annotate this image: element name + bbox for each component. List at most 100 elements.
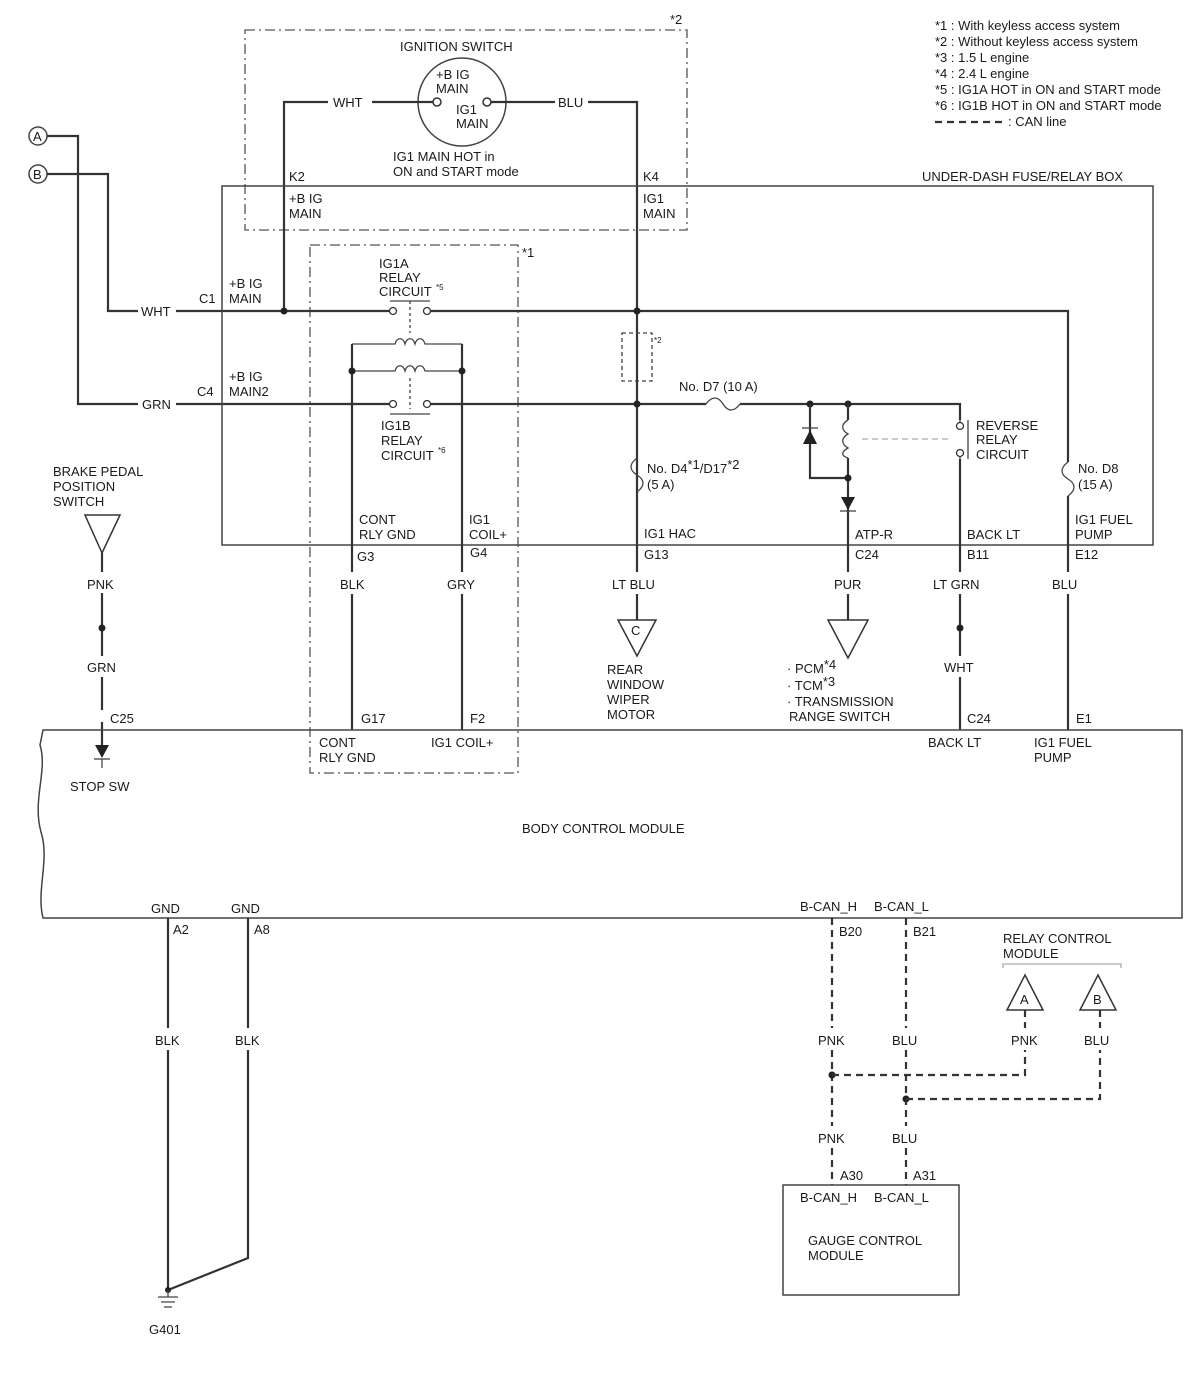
rear-wiper-label-4: MOTOR: [607, 707, 655, 722]
terminal-k2-name-2: MAIN: [289, 206, 322, 221]
wire-blk-a8-label: BLK: [235, 1033, 260, 1048]
bcm-pin-g17: G17: [361, 711, 386, 726]
wire-blk-a2-label: BLK: [155, 1033, 180, 1048]
wire-diode-branch: [808, 404, 848, 480]
relay-control-bracket: [1002, 963, 1122, 968]
wire-brake-pnk-label: PNK: [87, 577, 114, 592]
atp-load-pcm: · PCM*4: [787, 657, 836, 676]
rear-wiper-connector: [616, 619, 658, 658]
brake-switch-label-3: SWITCH: [53, 494, 104, 509]
terminal-c1-name-2: MAIN: [229, 291, 262, 306]
wire-blu-ignition: [491, 100, 639, 545]
bcm-fuel-1: IG1 FUEL: [1034, 735, 1092, 750]
fuse-relay-box: [221, 185, 1154, 546]
connector-a-label: A: [33, 129, 42, 144]
rear-wiper-label-2: WINDOW: [607, 677, 665, 692]
legend-note-2: *2 : Without keyless access system: [935, 34, 1138, 49]
wire-wht-ignition-label: WHT: [333, 95, 363, 110]
ignition-terminal-ig1main-2: MAIN: [456, 116, 489, 131]
fb-pin-g3: G3: [357, 549, 374, 564]
can-h-to-relay: [832, 1050, 1027, 1077]
wire-gry-g4-label: GRY: [447, 577, 475, 592]
legend-note-5: *5 : IG1A HOT in ON and START mode: [935, 82, 1161, 97]
ignition-terminal-ig1main-1: IG1: [456, 102, 477, 117]
fuse-d4-symbol: [630, 457, 644, 493]
terminal-k2-name-1: +B IG: [289, 191, 323, 206]
can-l-to-relay: [906, 1050, 1102, 1101]
bcm-pin-e1: E1: [1076, 711, 1092, 726]
bcm-pin-b20: B20: [839, 924, 862, 939]
atp-load-tcm: · TCM*3: [787, 674, 835, 693]
wire-a-to-grn: [47, 134, 138, 406]
legend-note-1: *1 : With keyless access system: [935, 18, 1120, 33]
ig1a-contact-a: [388, 306, 398, 316]
gauge-label-2: MODULE: [808, 1248, 864, 1263]
option-box-star1: [309, 244, 519, 774]
relay-connector-b-label: B: [1093, 992, 1102, 1007]
legend-note-4: *4 : 2.4 L engine: [935, 66, 1029, 81]
relay-connector-b: [1078, 973, 1118, 1011]
rear-wiper-connector-label: C: [631, 623, 640, 638]
ig1b-contact-a: [388, 399, 398, 409]
legend-can-label: : CAN line: [1008, 114, 1067, 129]
ig1a-relay-label-2: RELAY: [379, 270, 421, 285]
wire-blk-a8: [167, 918, 250, 1292]
relay-blu-label: BLU: [1084, 1033, 1109, 1048]
wire-pur-c24-label: PUR: [834, 577, 861, 592]
ignition-switch-title: IGNITION SWITCH: [400, 39, 513, 54]
ig1a-relay-label-3: CIRCUIT: [379, 284, 432, 299]
bcm-cont-1: CONT: [319, 735, 356, 750]
fuse-d8-symbol: [1061, 461, 1075, 497]
bcm-pin-a8: A8: [254, 922, 270, 937]
gauge-pin-a31: A31: [913, 1168, 936, 1183]
body-control-module: [37, 729, 1183, 919]
atp-load-trs-2: RANGE SWITCH: [789, 709, 890, 724]
wire-blu-e12-label: BLU: [1052, 577, 1077, 592]
option-box-star2-label: *2: [670, 12, 682, 27]
fuse-d8-label: No. D8: [1078, 461, 1118, 476]
bus-ig1a-out: [430, 309, 1070, 462]
bcm-stop-sw: STOP SW: [70, 779, 130, 794]
brake-switch-label-1: BRAKE PEDAL: [53, 464, 143, 479]
fuse-relay-box-title: UNDER-DASH FUSE/RELAY BOX: [922, 169, 1123, 184]
bcm-pin-c25: C25: [110, 711, 134, 726]
junction-brake: [98, 624, 106, 632]
fb-term-coil-1: IG1: [469, 512, 490, 527]
junction-coil-371: [458, 367, 466, 375]
diode-1: [803, 430, 817, 444]
fb-pin-c24: C24: [855, 547, 879, 562]
wire-ltgrn-b11-label: LT GRN: [933, 577, 979, 592]
fb-pin-g4: G4: [470, 545, 487, 560]
ig1b-relay-coil: [352, 365, 462, 374]
bcm-title: BODY CONTROL MODULE: [522, 821, 685, 836]
junction-cont-371: [348, 367, 356, 375]
can-l-blu-label-2: BLU: [892, 1131, 917, 1146]
rear-wiper-label-3: WIPER: [607, 692, 650, 707]
can-h-pnk-label-1: PNK: [818, 1033, 845, 1048]
junction-478: [844, 474, 852, 482]
can-l-blu-label-1: BLU: [892, 1033, 917, 1048]
reverse-relay-coil: [842, 419, 850, 459]
reverse-relay-label-2: RELAY: [976, 432, 1018, 447]
bcm-ig1coil: IG1 COIL+: [431, 735, 494, 750]
gauge-pin-a30: A30: [840, 1168, 863, 1183]
junction-ltgrn: [956, 624, 964, 632]
relay-control-label-1: RELAY CONTROL: [1003, 931, 1112, 946]
wire-ltblu-g13-label: LT BLU: [612, 577, 655, 592]
fb-pin-b11: B11: [967, 547, 989, 562]
terminal-c4-name-2: MAIN2: [229, 384, 269, 399]
bcm-gnd-1: GND: [151, 901, 180, 916]
ig1b-relay-label-1: IG1B: [381, 418, 411, 433]
wire-brake-grn-label: GRN: [87, 660, 116, 675]
gauge-bcanh: B-CAN_H: [800, 1190, 857, 1205]
wire-wht-c1-label: WHT: [141, 304, 171, 319]
bcm-pin-f2: F2: [470, 711, 485, 726]
can-h-pnk-label-2: PNK: [818, 1131, 845, 1146]
fb-term-hac: IG1 HAC: [644, 526, 696, 541]
gauge-control-module: [782, 1184, 960, 1296]
bcm-pin-c24: C24: [967, 711, 991, 726]
ignition-contact-left: [432, 97, 442, 107]
ground-symbol: [158, 1290, 178, 1308]
bcm-bcanl: B-CAN_L: [874, 899, 929, 914]
relay-pnk-label: PNK: [1011, 1033, 1038, 1048]
